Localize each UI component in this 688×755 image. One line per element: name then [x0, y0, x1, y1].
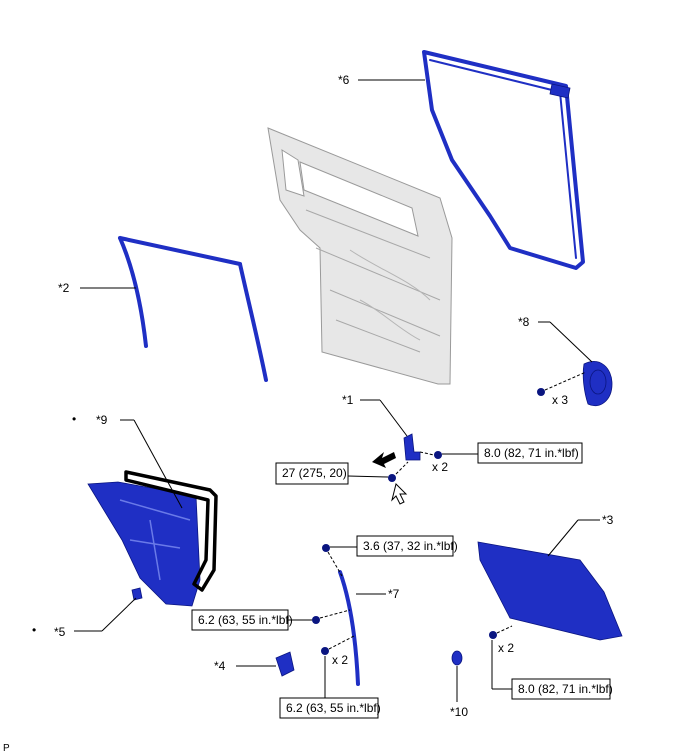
- rear-door-panel: [267, 127, 453, 385]
- callout-7: *7: [388, 587, 400, 601]
- part-6-door-weatherstrip: [422, 50, 585, 270]
- torque-label-6: 8.0 (82, 71 in.*lbf): [518, 682, 613, 696]
- qty-1: x 2: [432, 460, 448, 474]
- callout-5: *5: [54, 625, 66, 639]
- part-7-door-frame-garnish: [312, 544, 360, 686]
- part-1-door-striker: [388, 433, 442, 482]
- torque-label-5: 6.2 (63, 55 in.*lbf): [286, 701, 381, 715]
- qty-8: x 3: [552, 393, 568, 407]
- callout-6: *6: [338, 73, 350, 87]
- part-9-trim-seal: [124, 470, 218, 592]
- part-5-door-trim-board: [87, 481, 201, 607]
- callout-9: *9: [96, 413, 108, 427]
- corner-label: P: [3, 743, 10, 754]
- callout-8: *8: [518, 315, 530, 329]
- callout-3: *3: [602, 513, 614, 527]
- front-arrow-icon: [372, 452, 396, 468]
- callout-4: *4: [214, 659, 226, 673]
- qty-3: x 2: [498, 641, 514, 655]
- torque-label-3: 3.6 (37, 32 in.*lbf): [363, 539, 458, 553]
- bullet-9: •: [72, 412, 76, 426]
- torque-label-1: 8.0 (82, 71 in.*lbf): [484, 446, 579, 460]
- torque-label-4: 6.2 (63, 55 in.*lbf): [198, 613, 293, 627]
- part-8-speaker: [537, 361, 613, 407]
- callout-1: *1: [342, 393, 354, 407]
- part-10-plug: [451, 650, 463, 666]
- torque-label-2: 27 (275, 20): [282, 466, 347, 480]
- part-3-cover-panel: [477, 541, 623, 641]
- bullet-5: •: [32, 623, 36, 637]
- part-2-window-run-channel: [118, 236, 268, 382]
- part-4-clip: [275, 651, 295, 677]
- hollow-arrow-icon: [391, 483, 408, 505]
- callout-2: *2: [58, 281, 70, 295]
- callout-10: *10: [450, 705, 468, 719]
- qty-7: x 2: [332, 653, 348, 667]
